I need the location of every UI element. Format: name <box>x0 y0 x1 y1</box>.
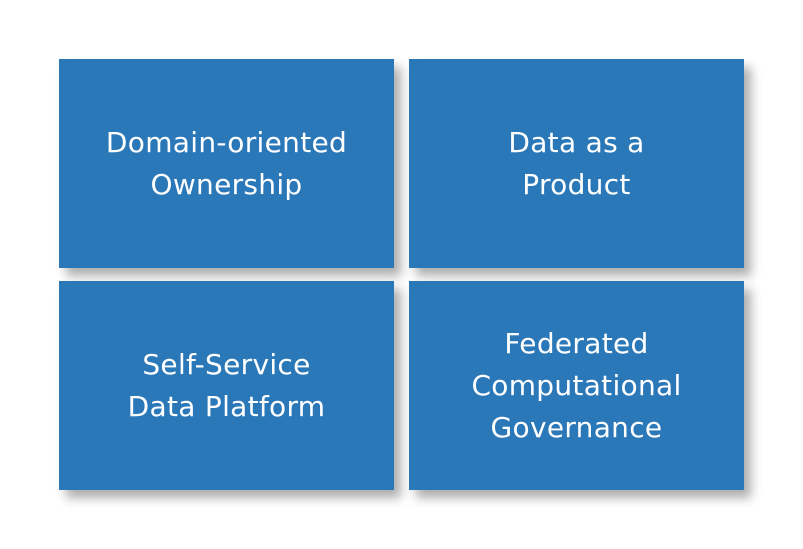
tile-self-service-data-platform: Self-Service Data Platform <box>59 281 394 490</box>
tile-domain-oriented-ownership: Domain-oriented Ownership <box>59 59 394 268</box>
principles-grid: Domain-oriented Ownership Data as a Prod… <box>59 59 745 490</box>
tile-data-as-a-product: Data as a Product <box>409 59 744 268</box>
tile-label: Data as a Product <box>508 125 645 201</box>
tile-federated-computational-governance: Federated Computational Governance <box>409 281 744 490</box>
tile-label: Federated Computational Governance <box>471 326 682 444</box>
tile-label: Self-Service Data Platform <box>127 347 326 423</box>
tile-label: Domain-oriented Ownership <box>105 125 348 201</box>
